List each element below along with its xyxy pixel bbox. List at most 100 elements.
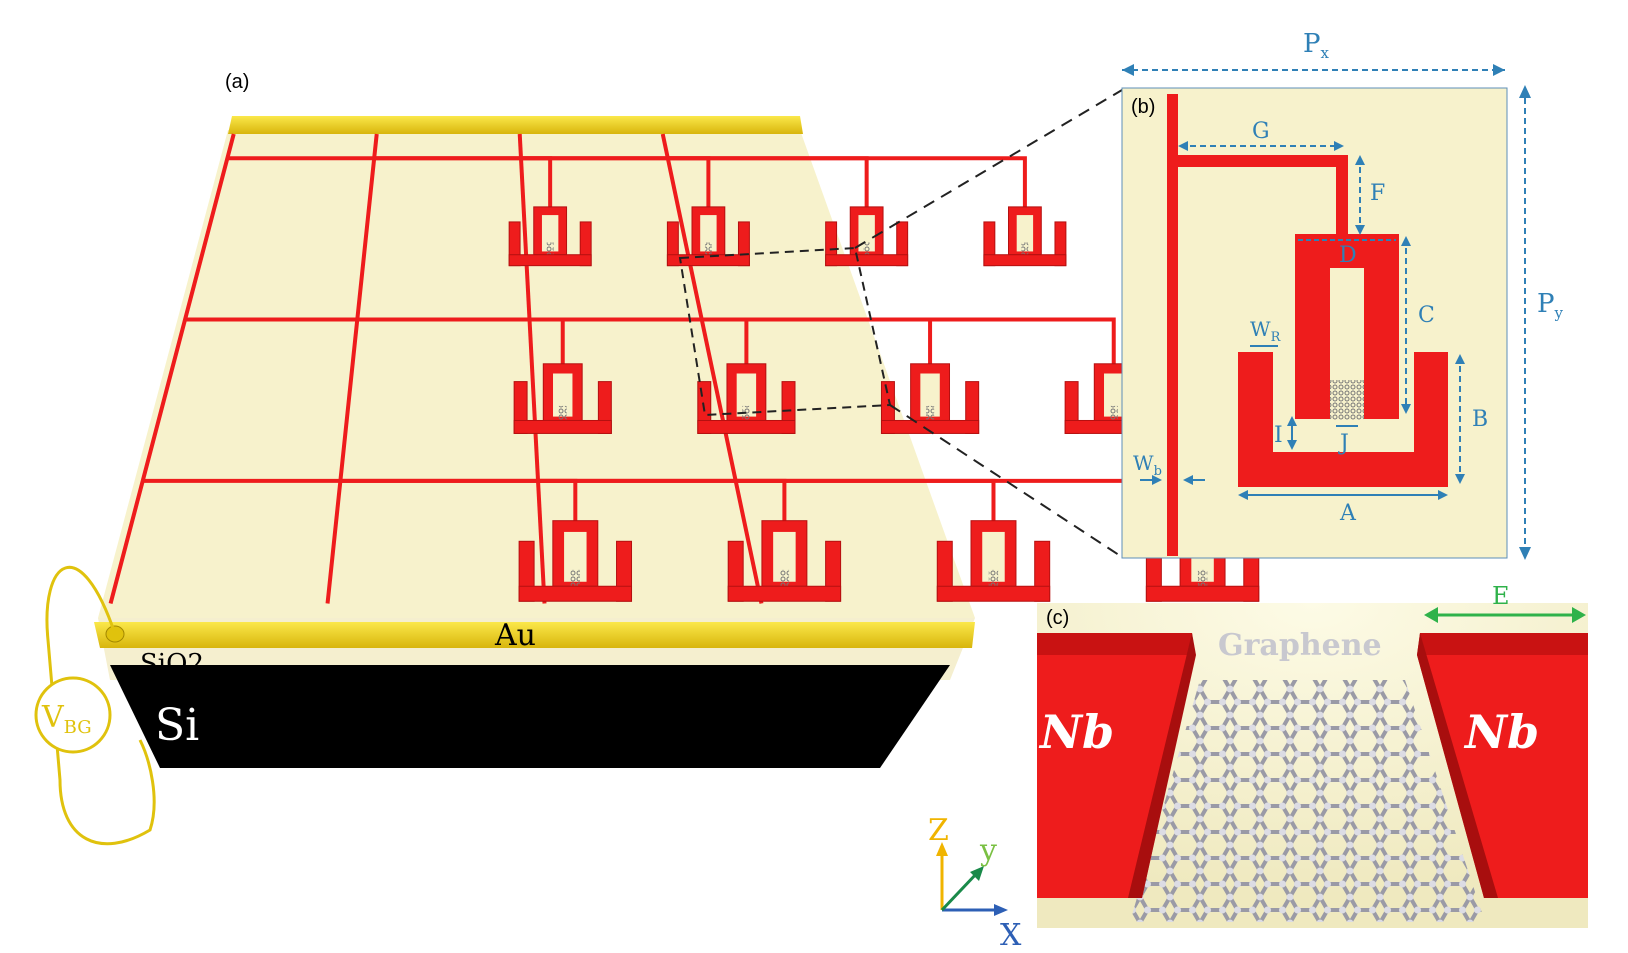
- dimension-arrowheads: [1152, 141, 1465, 500]
- graphene-patch: [704, 242, 712, 255]
- substrate-top: [98, 130, 975, 618]
- bias-line: [108, 133, 236, 604]
- graphene-patch: [1021, 242, 1029, 255]
- nb-right-label: Nb: [1463, 705, 1539, 759]
- dim-wb-label: Wb: [1133, 451, 1162, 479]
- outer-u-base: [880, 419, 980, 434]
- si-label: Si: [155, 700, 199, 751]
- panel-c-label: (c): [1046, 607, 1069, 629]
- resonator-array: [108, 133, 1260, 604]
- dim-f-label: F: [1370, 181, 1385, 206]
- graphene-patch: [742, 405, 751, 421]
- feed-line: [701, 317, 1116, 364]
- px-arrowhead-right: [1493, 64, 1505, 76]
- panel-b-label: (b): [1131, 96, 1155, 118]
- panel-a-device-array: (a) Au SiO2 Si VBG: [34, 71, 1260, 846]
- dim-a-label: A: [1339, 501, 1357, 526]
- silicon-layer: [110, 665, 950, 768]
- bias-line: [325, 133, 379, 604]
- feed-vertical: [1336, 155, 1348, 237]
- bias-line: [660, 133, 764, 604]
- px-label: Px: [1303, 29, 1330, 62]
- outer-u-base: [825, 254, 909, 267]
- py-label: Py: [1537, 289, 1564, 322]
- dim-j-label: J: [1338, 431, 1349, 456]
- dim-g-label: G: [1252, 119, 1270, 144]
- py-arrowhead-top: [1519, 85, 1531, 98]
- graphene-gap: [1330, 380, 1364, 420]
- inner-ring-hole: [773, 531, 796, 582]
- inner-ring-right: [1364, 234, 1399, 419]
- py-arrowhead-bottom: [1519, 547, 1531, 560]
- graphene-patch: [779, 569, 790, 587]
- outer-u-base: [513, 419, 612, 434]
- dim-d-label: D: [1339, 243, 1357, 268]
- inner-ring-hole: [920, 373, 940, 417]
- outer-u-base: [508, 254, 592, 267]
- y-axis-head: [970, 866, 984, 881]
- x-axis-head: [994, 904, 1008, 916]
- inner-ring-hole: [700, 215, 717, 252]
- bias-line: [517, 133, 547, 604]
- sio2-label: SiO2: [140, 649, 204, 679]
- coordinate-axes: Z y X: [928, 813, 1022, 953]
- graphene-patch: [570, 569, 580, 587]
- outer-u-base: [936, 585, 1051, 602]
- nb-right-top: [1417, 633, 1588, 655]
- graphene-patch: [546, 242, 554, 255]
- inner-ring-hole: [982, 531, 1005, 582]
- dim-b-label: B: [1472, 407, 1488, 432]
- au-label: Au: [494, 618, 536, 653]
- gold-bar-bottom: [94, 622, 975, 648]
- dim-c-label: C: [1418, 303, 1435, 328]
- inner-ring-hole: [541, 215, 559, 252]
- inner-ring-left: [1295, 234, 1330, 419]
- zoom-line-bottom: [889, 404, 1123, 558]
- outer-u-base: [983, 254, 1067, 267]
- y-axis: [940, 870, 980, 912]
- zoom-line-top: [854, 89, 1123, 249]
- panel-b-unit-cell: (b) Px Py: [1121, 29, 1564, 560]
- gate-voltage-loop: [45, 565, 156, 846]
- nb-left-top: [1037, 633, 1195, 655]
- inner-ring-hole: [564, 531, 587, 582]
- graphene-label: Graphene: [1218, 628, 1382, 663]
- inner-ring-hole: [1016, 215, 1034, 252]
- outer-u-base: [1238, 452, 1448, 487]
- gate-voltage-source: [34, 676, 112, 754]
- nb-right-side: [1417, 633, 1498, 898]
- dim-i-label: I: [1274, 423, 1283, 448]
- gold-bar-top: [228, 116, 803, 134]
- outer-u-base: [666, 254, 750, 267]
- graphene-patch: [988, 569, 999, 587]
- outer-u-base: [727, 585, 842, 602]
- outer-u-base: [518, 585, 633, 602]
- feed-horizontal: [1172, 155, 1348, 167]
- feed-line: [667, 156, 1027, 207]
- outer-u-base: [697, 419, 796, 434]
- graphene-patch: [1109, 405, 1118, 421]
- z-axis-head: [936, 842, 948, 856]
- dimension-lines: [1140, 145, 1461, 496]
- e-label: E: [1492, 582, 1510, 610]
- e-arrowhead-right: [1572, 607, 1586, 623]
- e-arrowhead-left: [1424, 607, 1438, 623]
- inner-ring-hole: [858, 215, 875, 252]
- px-arrowhead-left: [1122, 64, 1134, 76]
- nb-right-front: [1417, 655, 1588, 898]
- nb-left-side: [1128, 633, 1196, 898]
- inner-ring-hole: [553, 373, 573, 417]
- inner-ring-hole: [736, 373, 757, 417]
- dim-wr-label: WR: [1250, 317, 1282, 345]
- z-axis-label: Z: [928, 813, 949, 848]
- inner-ring-hole: [1104, 373, 1124, 417]
- x-axis-label: X: [1000, 918, 1022, 953]
- graphene-sheet: [1130, 680, 1485, 922]
- bias-line: [1167, 94, 1178, 556]
- graphene-patch: [558, 405, 567, 421]
- graphene-patch: [1197, 569, 1208, 587]
- graphene-patch: [863, 242, 871, 255]
- panel-c-graphene-junction: (c) Graphene Nb Nb E: [1037, 582, 1588, 928]
- nb-left-label: Nb: [1038, 705, 1114, 759]
